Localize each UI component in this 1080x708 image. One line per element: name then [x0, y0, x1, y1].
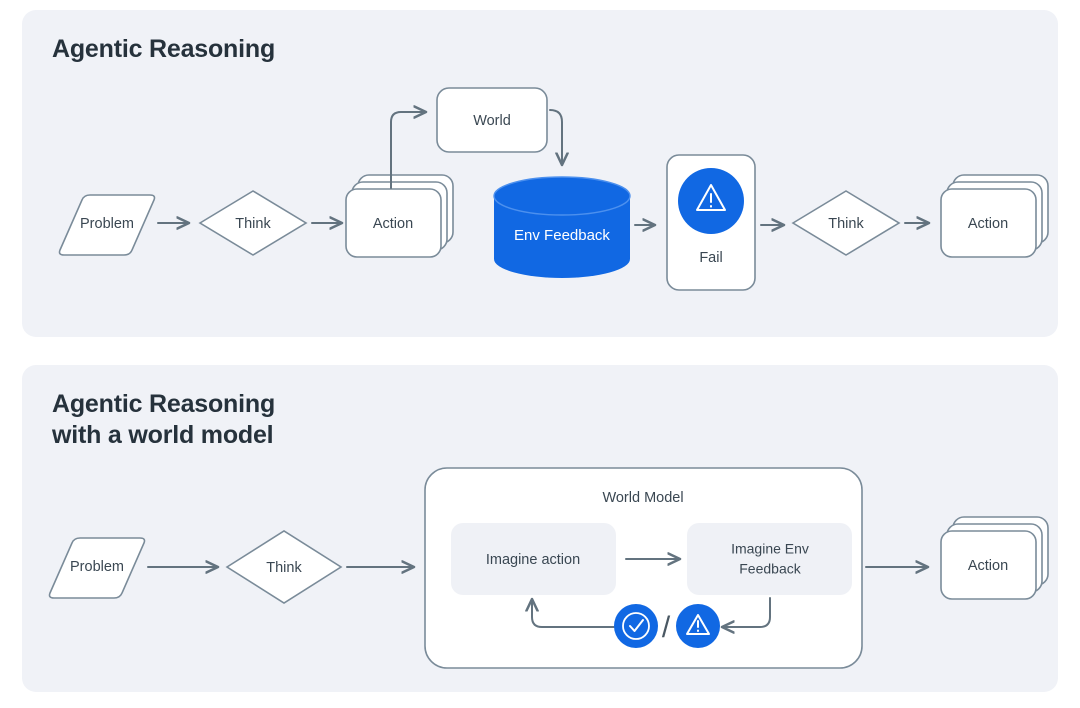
warning-triangle-icon: [686, 614, 710, 635]
node-label-problem: Problem: [80, 216, 134, 232]
node-action-3: Action: [940, 516, 1049, 600]
panel-agentic-reasoning-world-model: Agentic Reasoning with a world model Pro…: [22, 365, 1058, 692]
node-label-imagine-action: Imagine action: [486, 552, 580, 568]
node-label-think-3: Think: [266, 560, 302, 576]
warning-triangle-icon: [696, 184, 726, 211]
node-action-2: Action: [940, 174, 1049, 258]
node-imagine-action: Imagine action: [451, 523, 616, 595]
panel-agentic-reasoning: Agentic Reasoning Problem Think Action: [22, 10, 1058, 337]
node-think-1: Think: [198, 190, 308, 256]
node-label-action-1: Action: [373, 216, 413, 232]
node-label-problem-2: Problem: [70, 559, 124, 575]
page-title-agentic-reasoning: Agentic Reasoning: [52, 35, 276, 63]
edge-action-world: [390, 112, 426, 189]
node-label-action-2: Action: [968, 216, 1008, 232]
node-action-1: Action: [345, 174, 454, 258]
node-label-env-feedback: Env Feedback: [514, 227, 610, 244]
node-fail: Fail: [666, 154, 756, 291]
node-failure-icon: [676, 604, 720, 648]
node-label-world: World: [473, 113, 511, 129]
node-env-feedback: Env Feedback: [493, 176, 631, 278]
check-circle-icon: [622, 612, 650, 640]
check-circle-icon-background: [614, 604, 658, 648]
node-problem: Problem: [58, 194, 156, 256]
edge-imagine-env-failure-icon: [722, 597, 771, 627]
node-think-2: Think: [791, 190, 901, 256]
node-think-3: Think: [225, 530, 343, 604]
page-title-world-model: Agentic Reasoning with a world model: [52, 390, 276, 449]
node-label-imagine-env-line1: Imagine Env: [731, 541, 809, 557]
node-world-model: World Model Imagine action Imagine Env F…: [424, 467, 863, 669]
node-label-fail: Fail: [699, 250, 722, 266]
node-label-think-1: Think: [235, 216, 271, 232]
node-label-world-model: World Model: [602, 490, 683, 506]
node-imagine-env: Imagine Env Feedback: [687, 523, 852, 595]
node-label-imagine-env-line2: Feedback: [739, 561, 801, 577]
edge-success-icon-imagine-action: [532, 599, 615, 628]
node-label-action-3: Action: [968, 558, 1008, 574]
node-label-think-2: Think: [828, 216, 864, 232]
separator-slash: /: [662, 611, 671, 644]
diagram-world-model: Problem Think World Model Imagine action…: [48, 467, 1049, 669]
node-success-icon: [614, 604, 658, 648]
node-problem-2: Problem: [48, 537, 146, 599]
edge-world-env: [549, 109, 562, 165]
node-world: World: [436, 87, 548, 153]
diagram-agentic-reasoning: Problem Think Action World Env: [58, 87, 1049, 291]
